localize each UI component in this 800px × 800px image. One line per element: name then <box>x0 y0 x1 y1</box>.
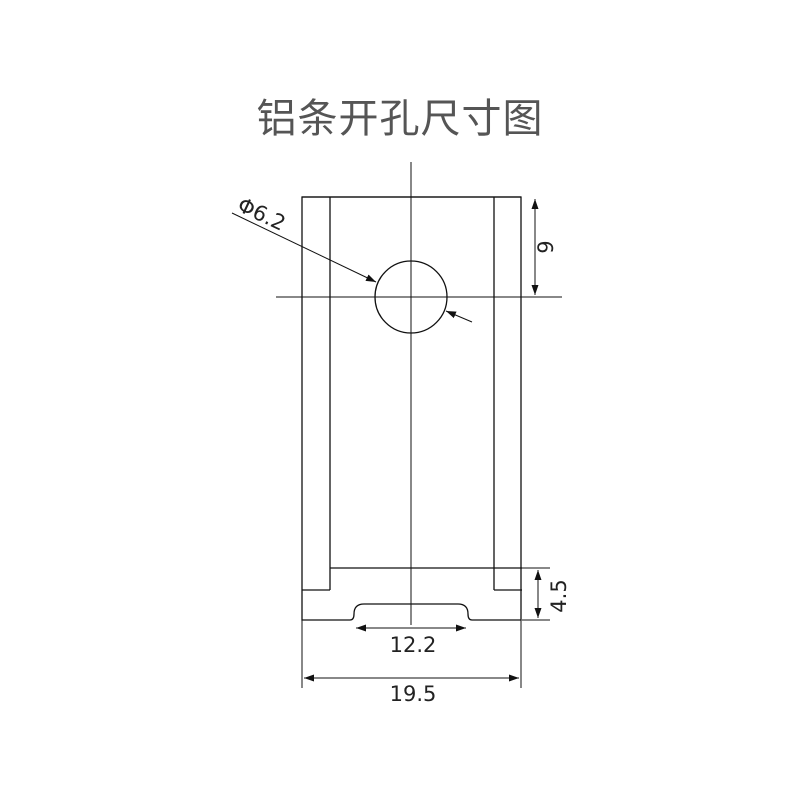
dim-diameter-label: Φ6.2 <box>234 193 289 236</box>
dim-9-label: 9 <box>534 240 558 253</box>
diameter-leader-line <box>231 212 377 283</box>
dim-4-5-label: 4.5 <box>547 579 571 612</box>
profile-outline <box>301 196 522 621</box>
diameter-leader-tail <box>445 310 473 323</box>
dim-19-5-label: 19.5 <box>390 682 437 706</box>
dim-12-2-label: 12.2 <box>390 633 437 657</box>
page-title: 铝条开孔尺寸图 <box>256 96 544 142</box>
